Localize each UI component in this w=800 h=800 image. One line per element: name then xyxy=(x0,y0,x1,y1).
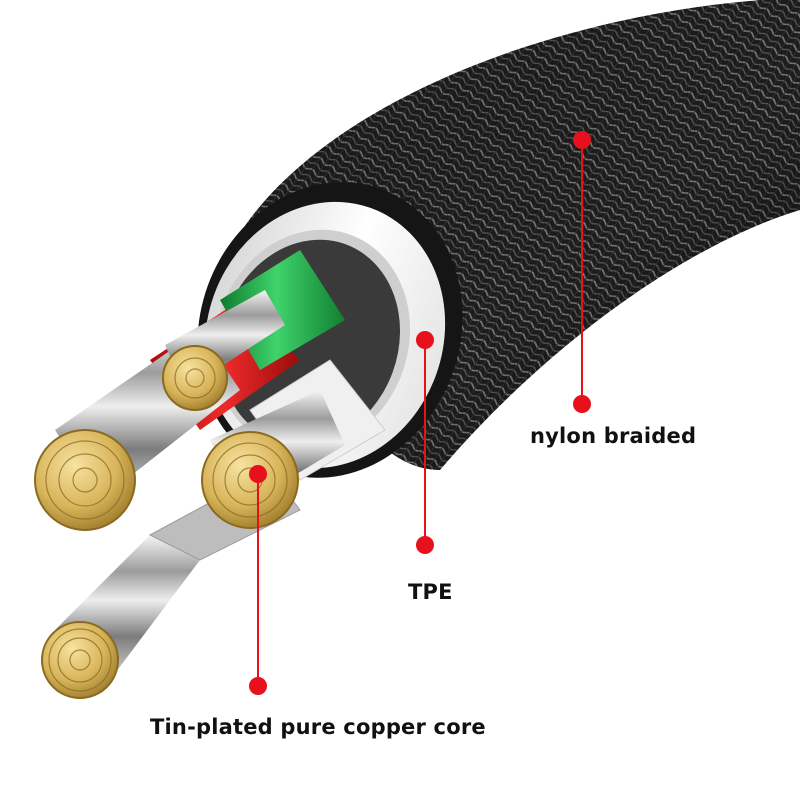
callout-nylon xyxy=(573,131,591,413)
callout-dot-icon xyxy=(573,131,591,149)
copper-tip-3 xyxy=(201,431,299,529)
copper-tip-4 xyxy=(41,621,119,699)
callout-dot-icon xyxy=(416,536,434,554)
label-nylon-braided: nylon braided xyxy=(530,424,697,448)
callout-dot-icon xyxy=(573,395,591,413)
callout-tpe xyxy=(416,331,434,554)
callout-core xyxy=(249,465,267,695)
inner-wires xyxy=(34,250,386,699)
callout-dot-icon xyxy=(416,331,434,349)
copper-tip-2 xyxy=(162,345,228,411)
callout-dot-icon xyxy=(249,465,267,483)
copper-tip-1 xyxy=(34,429,136,531)
label-tpe: TPE xyxy=(408,580,453,604)
label-copper-core: Tin-plated pure copper core xyxy=(150,715,486,739)
callout-dot-icon xyxy=(249,677,267,695)
